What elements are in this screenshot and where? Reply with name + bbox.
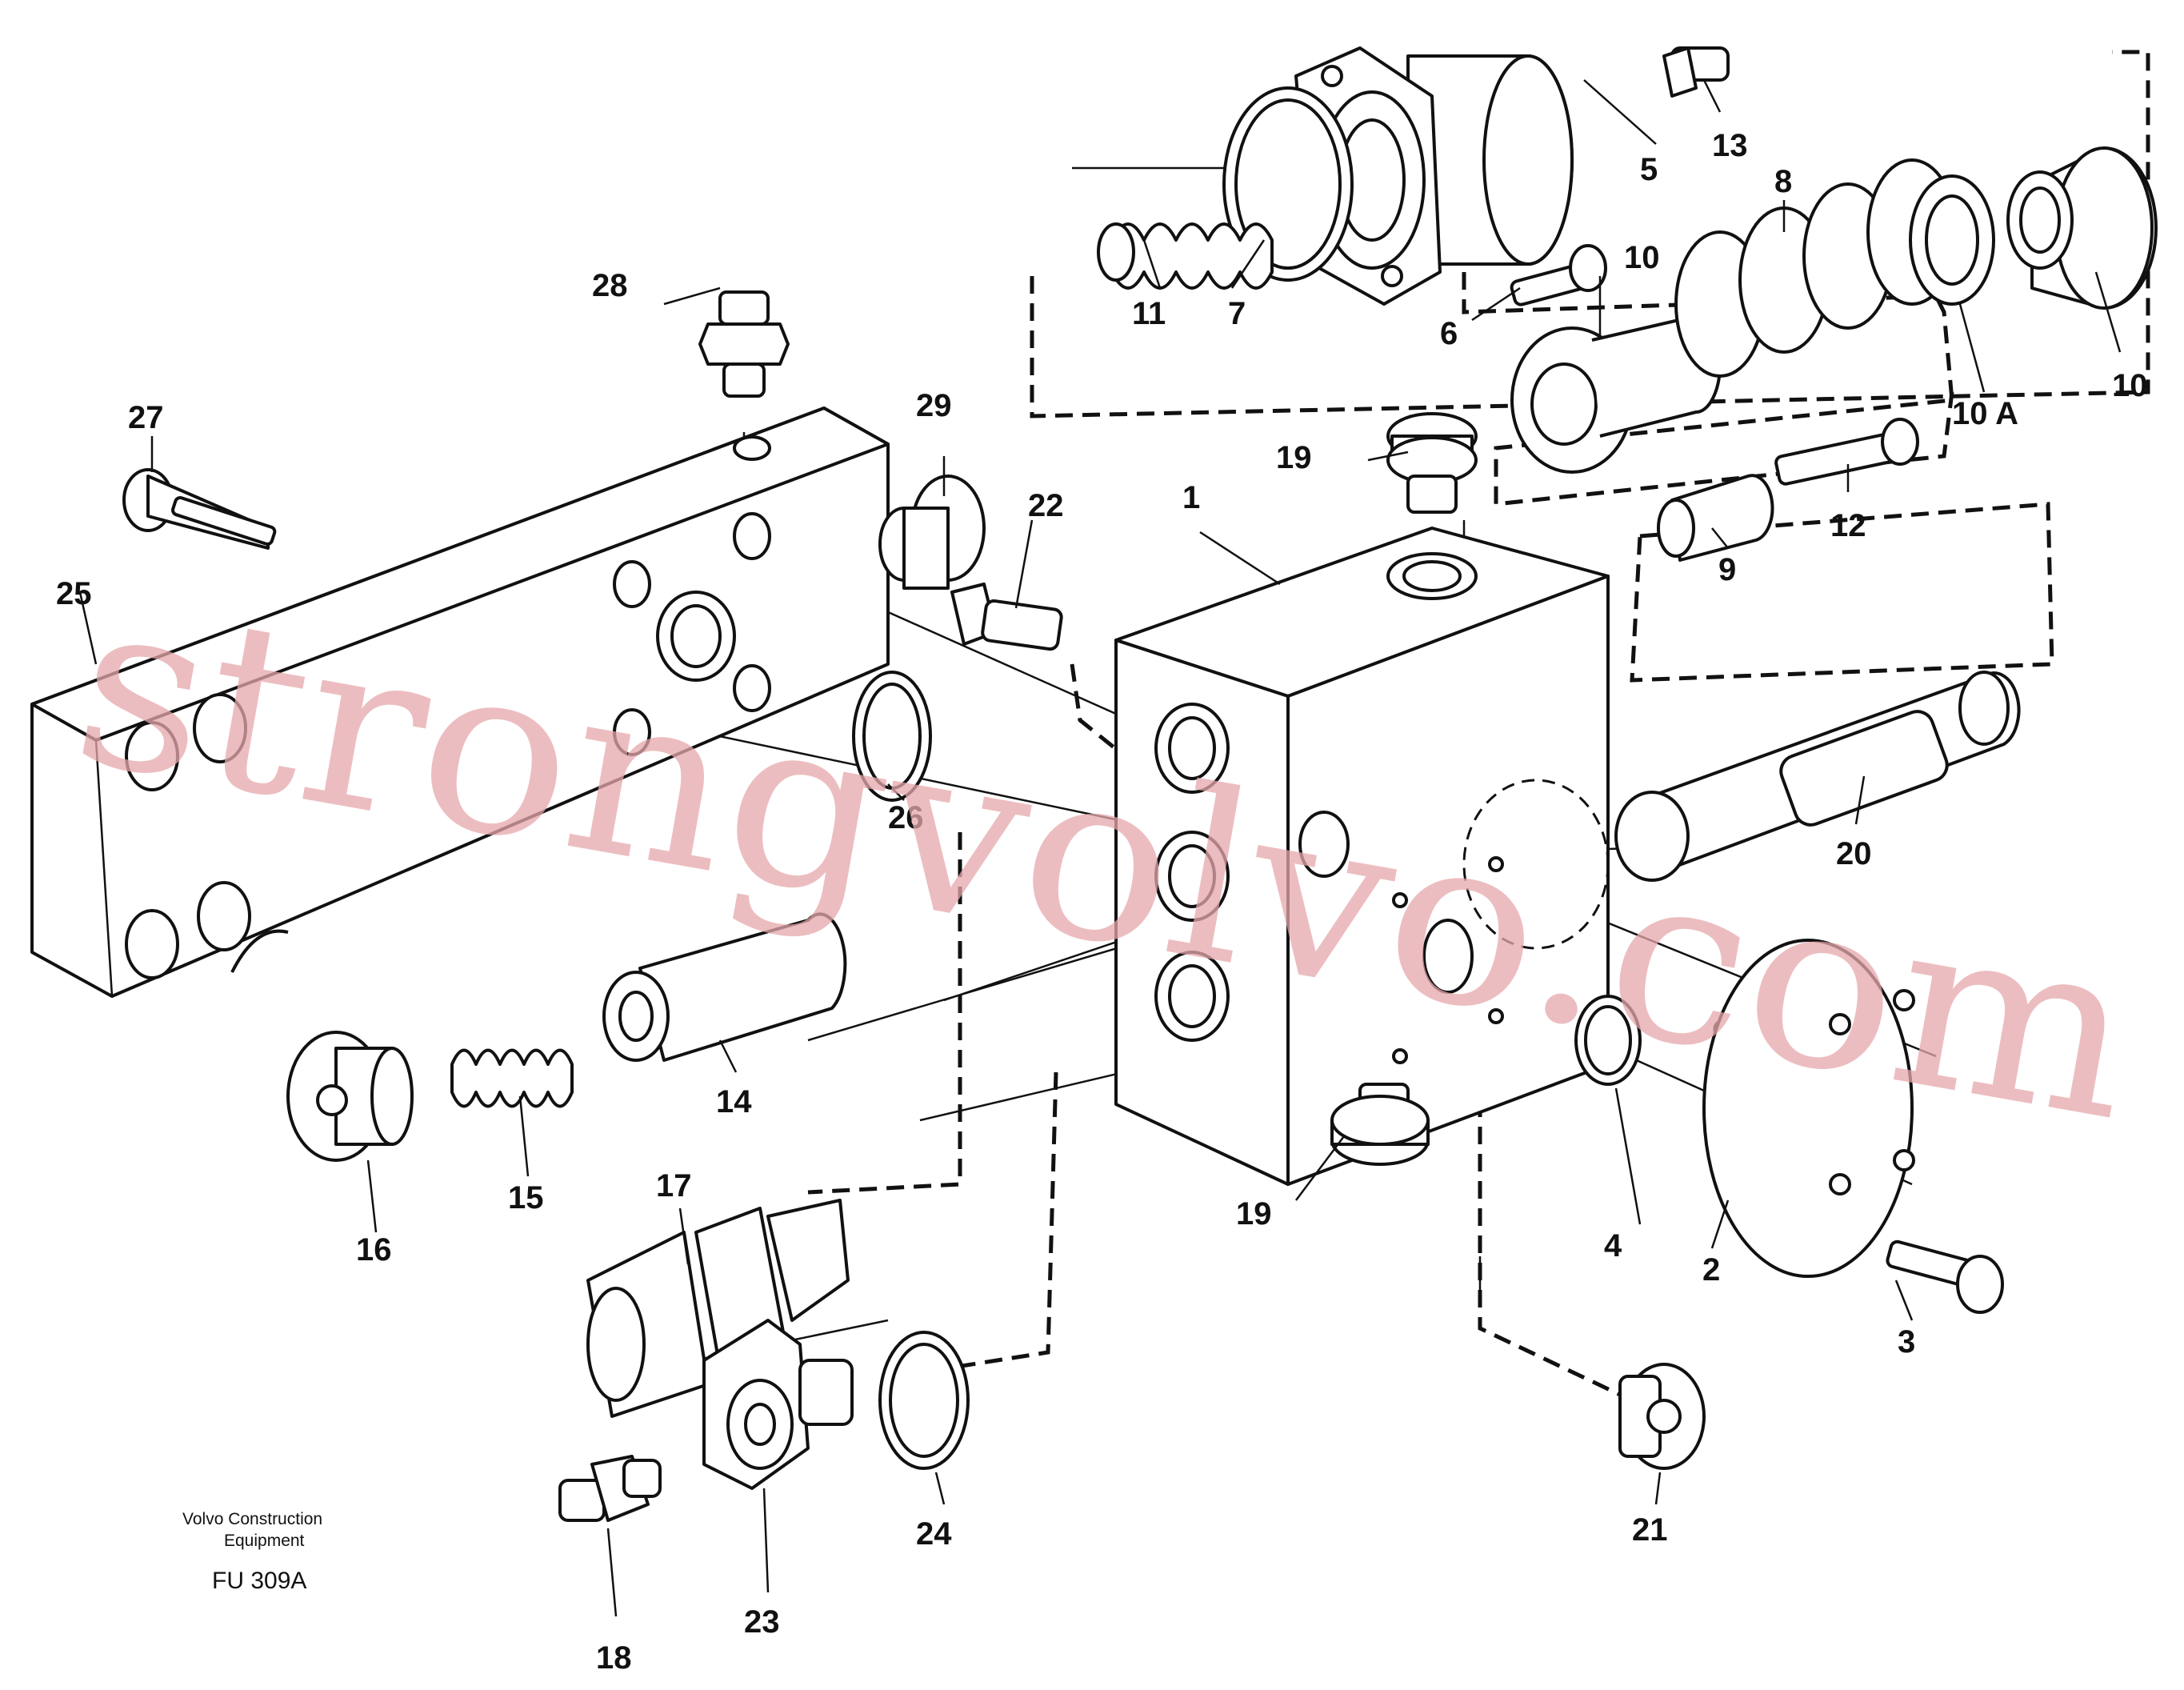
label-13: 13: [1712, 128, 1748, 163]
label-27: 27: [128, 400, 164, 435]
label-21: 21: [1632, 1512, 1668, 1548]
label-4: 4: [1604, 1228, 1622, 1263]
label-9: 9: [1718, 552, 1736, 587]
caption-line2: Equipment: [224, 1532, 305, 1550]
label-10-left: 10: [1624, 240, 1660, 275]
part-14-sleeve: [602, 912, 847, 1062]
label-12: 12: [1830, 508, 1866, 543]
label-16: 16: [356, 1232, 392, 1268]
part-16-plug: [286, 1031, 414, 1162]
label-19-top: 19: [1276, 440, 1312, 475]
part-10-bushing-right: [2006, 146, 2158, 310]
caption-line1: Volvo Construction: [182, 1510, 322, 1528]
label-7: 7: [1228, 296, 1246, 331]
label-3: 3: [1898, 1324, 1915, 1360]
label-20: 20: [1836, 836, 1872, 871]
callout-leaders: [78, 79, 2122, 1617]
label-14: 14: [716, 1084, 752, 1119]
part-19-plug-bottom: [1330, 1083, 1430, 1166]
label-1: 1: [1182, 480, 1200, 515]
dashed-group-outlines: [807, 50, 2150, 1403]
label-8: 8: [1774, 164, 1792, 199]
callout-labels: 1 2 3 4 5 6 7 8 9 10 10 10 A 11 12 13 14…: [56, 128, 2148, 1676]
label-26: 26: [888, 800, 924, 835]
part-28-fitting: [698, 290, 790, 398]
part-9-sleeve: [1657, 474, 1774, 562]
label-28: 28: [592, 268, 628, 303]
label-22: 22: [1028, 488, 1064, 523]
publisher-caption: Volvo Construction Equipment FU 309A: [182, 1510, 322, 1594]
label-19-bottom: 19: [1236, 1196, 1272, 1231]
part-4-oring: [1574, 995, 1642, 1086]
part-15-spring: [450, 1048, 574, 1108]
part-22-nipple: [950, 583, 1063, 651]
part-29-plug: [878, 475, 986, 590]
label-11: 11: [1132, 296, 1166, 331]
part-10A-ring: [1909, 174, 1995, 306]
label-6: 6: [1440, 316, 1458, 351]
part-12-pin: [1774, 418, 1919, 486]
part-2-end-cover: [1702, 939, 1915, 1278]
part-19-plug-top: [1386, 412, 1478, 514]
part-1-valve-body: [1114, 527, 1610, 1186]
diagram-code: FU 309A: [212, 1568, 306, 1594]
part-27-bolt: [122, 468, 277, 550]
part-24-oring: [878, 1331, 970, 1470]
part-3-screw: [1886, 1239, 2004, 1314]
label-29: 29: [916, 388, 952, 423]
label-25: 25: [56, 576, 92, 611]
part-20-spool: [1614, 671, 2021, 882]
label-2: 2: [1702, 1252, 1720, 1288]
part-11-spring: [1097, 222, 1274, 290]
part-23-nut: [702, 1319, 854, 1490]
label-10-right: 10: [2112, 368, 2148, 403]
part-6-screw: [1510, 244, 1607, 306]
label-18: 18: [596, 1640, 632, 1676]
label-15: 15: [508, 1180, 544, 1215]
part-13-screw: [1662, 46, 1730, 98]
part-5-solenoid: [1222, 46, 1574, 306]
label-5: 5: [1640, 152, 1658, 187]
label-24: 24: [916, 1516, 952, 1552]
part-21-plug: [1618, 1363, 1706, 1470]
label-23: 23: [744, 1604, 780, 1640]
part-18-nipple: [558, 1455, 662, 1522]
label-10A: 10 A: [1952, 396, 2018, 431]
part-25-flange-plate: [30, 406, 890, 998]
label-17: 17: [656, 1168, 692, 1203]
